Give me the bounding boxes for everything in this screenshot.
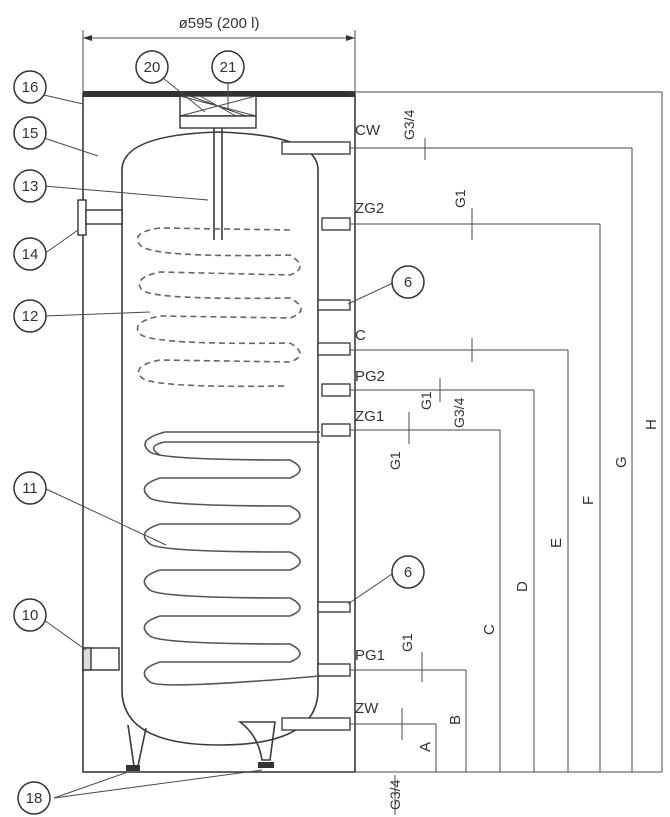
callout-13: 13 [22,178,39,195]
height-labels: A B C D E F G H [417,419,660,752]
side-port-10 [82,647,120,671]
callout-18: 18 [26,790,43,807]
inner-tank [121,131,319,746]
label-pg1: PG1 [355,647,385,664]
label-zg2: ZG2 [355,200,384,217]
dim-g: G [613,456,630,468]
connection-stubs [281,141,351,731]
dim-d: D [514,581,531,592]
side-port-14 [77,199,123,236]
outer-casing [82,91,356,773]
callout-20: 20 [144,59,161,76]
thread-pg1: G1 [399,633,415,652]
dim-f: F [580,496,597,505]
thread-cw: G3/4 [401,109,417,140]
dim-h: H [643,419,660,430]
label-pg2: PG2 [355,368,385,385]
thread-zg1-a: G1 [418,391,434,410]
thread-zg1-b: G1 [387,451,403,470]
callout-12: 12 [22,308,39,325]
dimension-lines [280,91,663,773]
thread-labels: G3/4 G1 G1 G3/4 G1 G1 G3/4 [387,109,468,815]
dim-e: E [548,538,565,548]
label-zw: ZW [355,700,379,717]
top-flange [179,95,257,240]
callout-16: 16 [22,79,39,96]
callout-leaders [43,77,396,799]
upper-coil [136,227,302,388]
label-c: C [355,327,366,344]
callout-11: 11 [22,480,38,497]
callout-6-upper: 6 [404,274,412,291]
callout-15: 15 [22,125,39,142]
dim-b: B [447,715,464,725]
callout-circles: 16 15 13 14 12 11 10 18 20 21 6 6 [13,50,425,815]
callout-21: 21 [220,59,237,76]
label-zg1: ZG1 [355,408,384,425]
tank-feet [126,721,276,771]
callout-6-lower: 6 [404,564,412,581]
width-label: ø595 (200 l) [179,15,260,32]
thread-pg2: G3/4 [451,397,467,428]
label-cw: CW [355,122,381,139]
connection-labels: CW ZG2 C PG2 ZG1 PG1 ZW [355,122,385,717]
dim-a: A [417,742,434,752]
thread-zg2: G1 [452,189,468,208]
callout-14: 14 [22,246,39,263]
dim-c: C [481,624,498,635]
callout-10: 10 [22,607,39,624]
width-dimension: ø595 (200 l) [82,15,356,95]
lower-coil [143,431,321,686]
